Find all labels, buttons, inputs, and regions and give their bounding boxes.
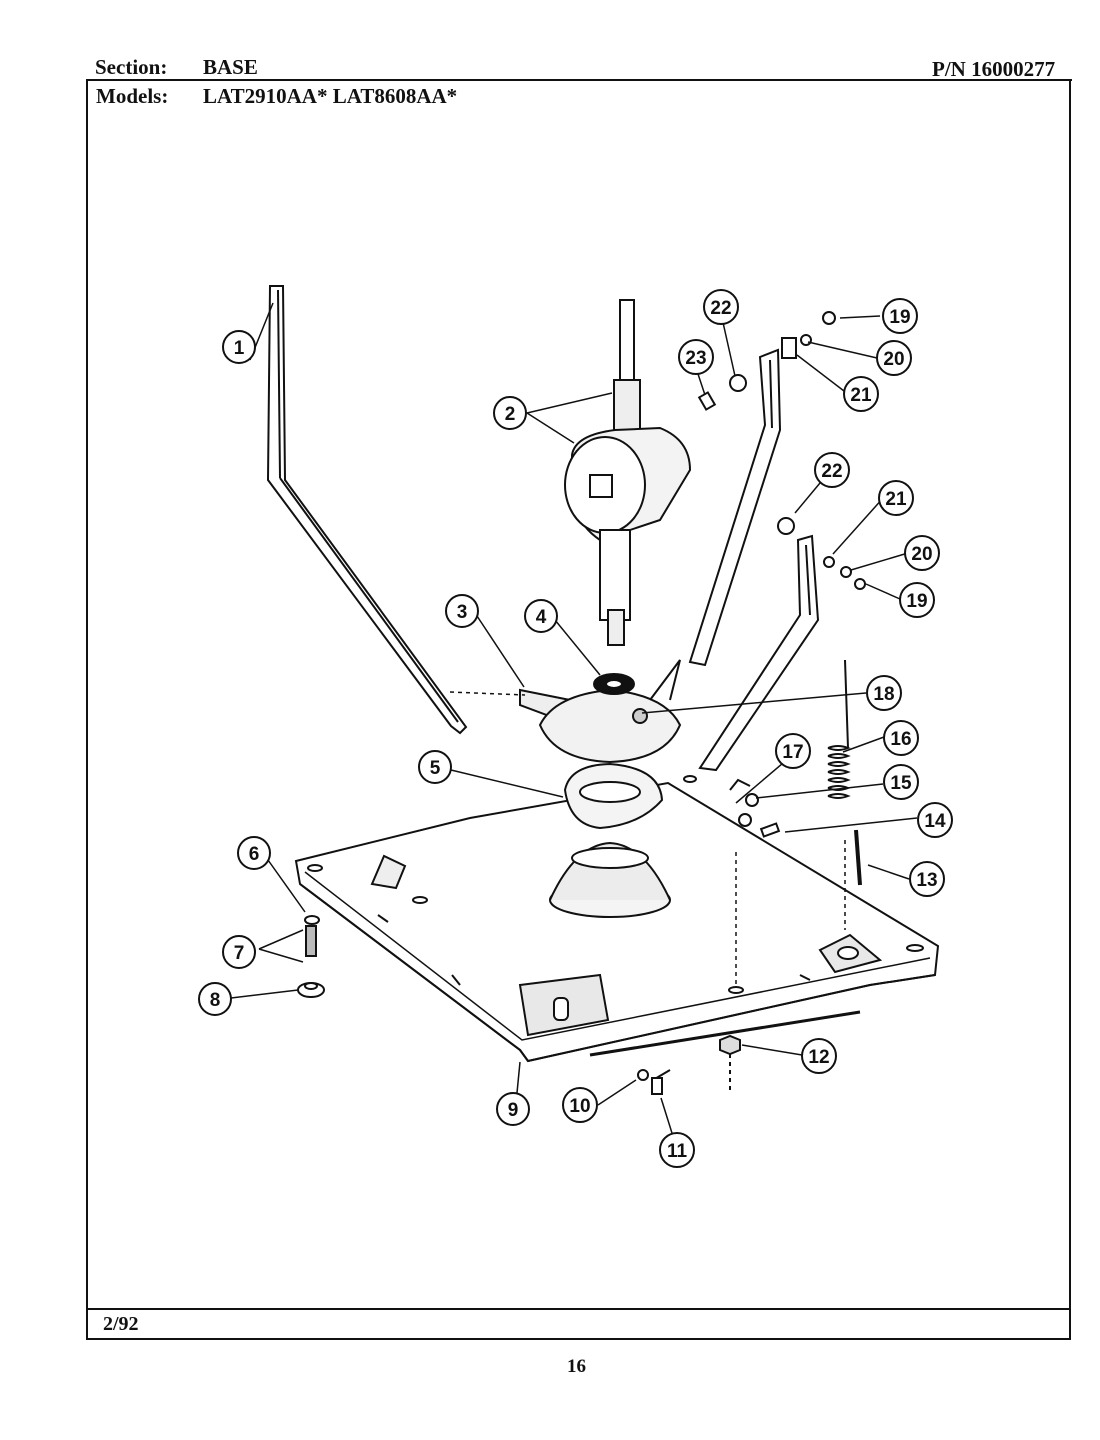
callout-21a: 21 [843, 376, 879, 412]
callout-15: 15 [883, 764, 919, 800]
svg-text:4: 4 [536, 607, 547, 628]
callout-23: 23 [678, 339, 714, 375]
callout-12: 12 [801, 1038, 837, 1074]
svg-text:8: 8 [210, 990, 221, 1011]
callout-1: 1 [222, 330, 256, 364]
models-value: LAT2910AA* LAT8608AA* [203, 84, 458, 108]
callout-18: 18 [866, 675, 902, 711]
callout-17: 17 [775, 733, 811, 769]
callout-14: 14 [917, 802, 953, 838]
callout-6: 6 [237, 836, 271, 870]
svg-text:19: 19 [906, 591, 927, 612]
svg-text:5: 5 [430, 758, 441, 779]
callout-22b: 22 [814, 452, 850, 488]
callout-19b: 19 [899, 582, 935, 618]
svg-text:19: 19 [889, 307, 910, 328]
svg-text:22: 22 [821, 461, 842, 482]
revision-date: 2/92 [103, 1313, 139, 1335]
callout-4: 4 [524, 599, 558, 633]
callout-8: 8 [198, 982, 232, 1016]
section-value: BASE [203, 55, 258, 79]
section-label: Section: [95, 55, 168, 79]
callout-19a: 19 [882, 298, 918, 334]
svg-text:13: 13 [916, 870, 937, 891]
svg-text:7: 7 [234, 943, 245, 964]
callout-16: 16 [883, 720, 919, 756]
brace-right [698, 534, 820, 772]
svg-text:3: 3 [457, 602, 468, 623]
callout-9: 9 [496, 1092, 530, 1126]
transmission [564, 299, 692, 646]
callout-2: 2 [493, 396, 527, 430]
svg-text:6: 6 [249, 844, 260, 865]
callout-13: 13 [909, 861, 945, 897]
part-number: P/N 16000277 [932, 57, 1056, 81]
svg-text:17: 17 [782, 742, 803, 763]
svg-text:21: 21 [850, 385, 872, 406]
callout-5: 5 [418, 750, 452, 784]
svg-text:2: 2 [505, 404, 516, 425]
callout-7: 7 [222, 935, 256, 969]
callout-11: 11 [659, 1132, 695, 1168]
callout-3: 3 [445, 594, 479, 628]
svg-text:10: 10 [569, 1096, 590, 1117]
svg-text:20: 20 [883, 349, 904, 370]
svg-text:22: 22 [710, 298, 731, 319]
svg-text:9: 9 [508, 1100, 519, 1121]
fasteners [297, 311, 866, 1095]
page-frame [86, 79, 1072, 1340]
spring-and-bolt [827, 659, 862, 886]
svg-text:14: 14 [924, 811, 946, 832]
callouts: 1 2 3 4 5 6 7 8 9 10 11 12 13 14 15 16 1… [198, 289, 953, 1168]
svg-text:21: 21 [885, 489, 907, 510]
hub-assembly [519, 659, 682, 764]
callout-21b: 21 [878, 480, 914, 516]
brace-center [688, 348, 782, 667]
svg-text:20: 20 [911, 544, 932, 565]
base-plate [294, 775, 940, 1063]
page-number: 16 [567, 1356, 586, 1377]
svg-text:15: 15 [890, 773, 912, 794]
svg-text:1: 1 [234, 338, 245, 359]
callout-20b: 20 [904, 535, 940, 571]
models-label: Models: [96, 84, 169, 108]
split-ring [563, 762, 664, 830]
callout-20a: 20 [876, 340, 912, 376]
callout-10: 10 [562, 1087, 598, 1123]
svg-text:23: 23 [685, 348, 706, 369]
brace-left [266, 285, 468, 735]
svg-text:11: 11 [667, 1141, 688, 1162]
svg-text:12: 12 [808, 1047, 829, 1068]
svg-text:18: 18 [873, 684, 894, 705]
callout-22a: 22 [703, 289, 739, 325]
svg-text:16: 16 [890, 729, 911, 750]
